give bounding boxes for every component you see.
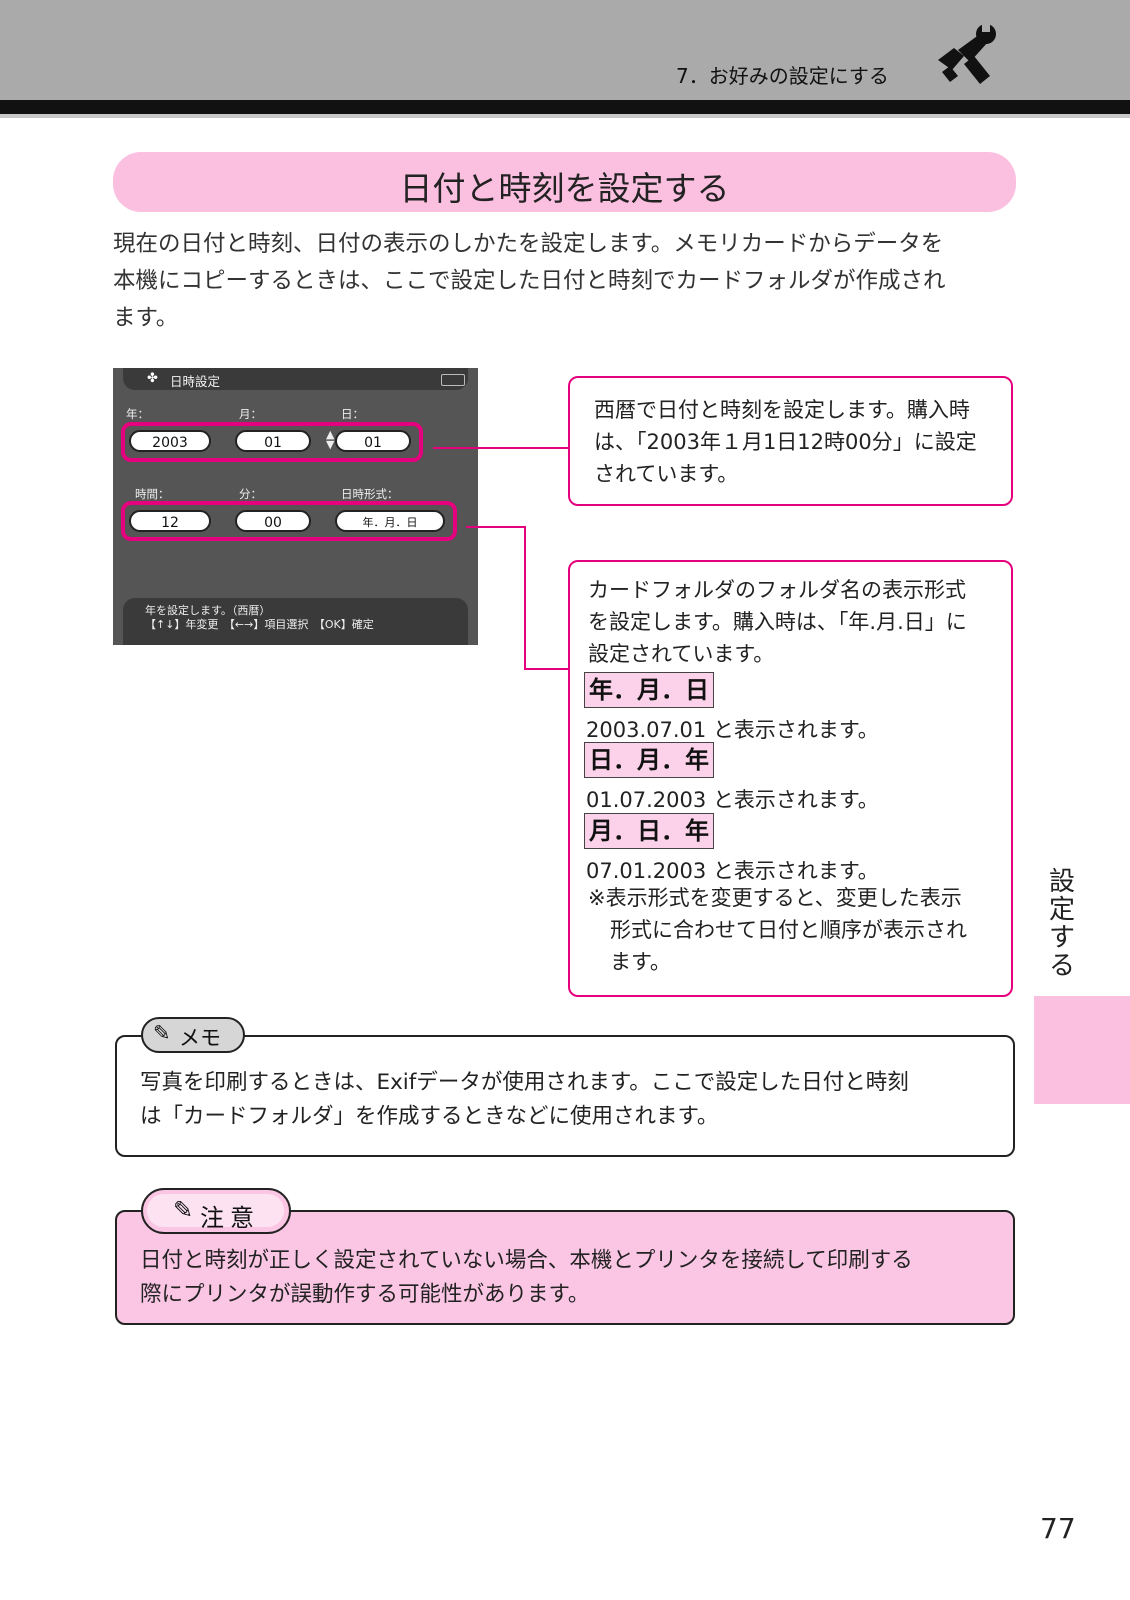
format-field[interactable]: 年．月．日 xyxy=(335,510,445,532)
header-rule-shadow xyxy=(0,114,1130,118)
side-tab-char: る xyxy=(1048,951,1075,981)
memo-line: は「カードフォルダ」を作成するときなどに使用されます。 xyxy=(140,1104,719,1129)
help-text: 年を設定します。（西暦） xyxy=(145,604,271,617)
callout-line: カードフォルダのフォルダ名の表示形式 xyxy=(588,578,966,602)
date-row-highlight xyxy=(121,422,423,462)
hour-field[interactable]: 12 xyxy=(129,510,211,532)
callout-line: を設定します。購入時は、「年.月.日」に xyxy=(588,610,967,634)
date-settings-screenshot: ✤ 日時設定 年： 月： 日： 2003 ▲▼ 01 01 時間： 分： 日時形… xyxy=(113,368,478,645)
connector-line xyxy=(524,526,526,670)
time-row-highlight xyxy=(121,501,457,541)
connector-line xyxy=(524,668,568,670)
memo-text: 写真を印刷するときは、Exifデータが使用されます。ここで設定した日付と時刻 は… xyxy=(140,1066,1000,1134)
note-line: ます。 xyxy=(610,950,671,974)
memo-tag-label: メモ xyxy=(179,1026,221,1050)
caution-tag: ✎ 注意 xyxy=(141,1188,291,1234)
callout-line: は、「2003年１月1日12時00分」に設定 xyxy=(594,430,977,454)
side-tab-label: 設 定 す る xyxy=(1044,868,1080,980)
memo-tag: ✎ メモ xyxy=(141,1017,245,1053)
datetime-callout: 西暦で日付と時刻を設定します。購入時 は、「2003年１月1日12時00分」に設… xyxy=(568,376,1013,506)
note-line: ※表示形式を変更すると、変更した表示 xyxy=(588,886,962,910)
year-label: 年： xyxy=(126,407,149,421)
format-mdy-example: 07.01.2003 と表示されます。 xyxy=(586,859,879,883)
section-title-bar: 日付と時刻を設定する xyxy=(113,152,1016,212)
intro-line: 現在の日付と時刻、日付の表示のしかたを設定します。メモリカードからデータを xyxy=(113,231,944,257)
format-mdy-label: 月．日．年 xyxy=(584,813,714,849)
minute-label: 分： xyxy=(239,487,262,501)
day-field[interactable]: 01 xyxy=(335,430,411,452)
connector-line xyxy=(466,526,526,528)
intro-line: 本機にコピーするときは、ここで設定した日付と時刻でカードフォルダが作成され xyxy=(113,268,946,294)
format-callout: カードフォルダのフォルダ名の表示形式 を設定します。購入時は、「年.月.日」に … xyxy=(568,560,1013,997)
pencil-icon: ✎ xyxy=(173,1196,194,1224)
minute-field[interactable]: 00 xyxy=(235,510,311,532)
callout-line: されています。 xyxy=(594,462,739,486)
screen-title: 日時設定 xyxy=(170,374,221,389)
day-label: 日： xyxy=(341,407,364,421)
format-dmy-example: 01.07.2003 と表示されます。 xyxy=(586,788,879,812)
memo-box xyxy=(115,1035,1015,1157)
settings-icon: ✤ xyxy=(147,371,158,386)
help-keys: 【↑↓】年変更 【←→】項目選択 【OK】確定 xyxy=(145,618,374,631)
caution-tag-inner xyxy=(147,1194,284,1227)
side-tab-char: 定 xyxy=(1048,895,1075,925)
side-tab-char: す xyxy=(1048,923,1075,953)
caution-line: 日付と時刻が正しく設定されていない場合、本機とプリンタを接続して印刷する xyxy=(140,1248,913,1273)
caution-text: 日付と時刻が正しく設定されていない場合、本機とプリンタを接続して印刷する 際にプ… xyxy=(140,1244,1000,1312)
format-ymd-example: 2003.07.01 と表示されます。 xyxy=(586,718,879,742)
format-dmy-label: 日．月．年 xyxy=(584,742,714,778)
caution-line: 際にプリンタが誤動作する可能性があります。 xyxy=(140,1282,590,1307)
battery-icon xyxy=(441,374,465,386)
year-field[interactable]: 2003 xyxy=(129,430,211,452)
side-tab-char: 設 xyxy=(1048,867,1075,897)
tools-icon xyxy=(938,22,996,84)
header-band xyxy=(0,0,1130,100)
caution-tag-label: 注意 xyxy=(200,1204,260,1232)
intro-paragraph: 現在の日付と時刻、日付の表示のしかたを設定します。メモリカードからデータを 本機… xyxy=(113,226,1018,337)
connector-line xyxy=(433,447,568,449)
hour-label: 時間： xyxy=(135,487,170,501)
page-number: 77 xyxy=(1040,1512,1076,1545)
callout-line: 設定されています。 xyxy=(588,642,775,666)
format-label: 日時形式： xyxy=(341,487,399,501)
header-rule xyxy=(0,100,1130,114)
chapter-title: 7．お好みの設定にする xyxy=(676,64,889,88)
pencil-icon: ✎ xyxy=(153,1021,171,1045)
month-label: 月： xyxy=(239,407,262,421)
screen-help-bar: 年を設定します。（西暦） 【↑↓】年変更 【←→】項目選択 【OK】確定 xyxy=(123,598,468,645)
up-down-arrows-icon: ▲▼ xyxy=(326,428,335,451)
month-field[interactable]: 01 xyxy=(235,430,311,452)
callout-line: 西暦で日付と時刻を設定します。購入時 xyxy=(594,398,970,422)
note-line: 形式に合わせて日付と順序が表示され xyxy=(610,918,967,942)
format-ymd-label: 年．月．日 xyxy=(584,672,714,708)
screen-title-bar: ✤ 日時設定 xyxy=(123,368,468,390)
memo-line: 写真を印刷するときは、Exifデータが使用されます。ここで設定した日付と時刻 xyxy=(140,1070,909,1095)
side-tab-marker xyxy=(1034,996,1130,1104)
intro-line: ます。 xyxy=(113,305,179,331)
page-title: 日付と時刻を設定する xyxy=(399,169,730,208)
